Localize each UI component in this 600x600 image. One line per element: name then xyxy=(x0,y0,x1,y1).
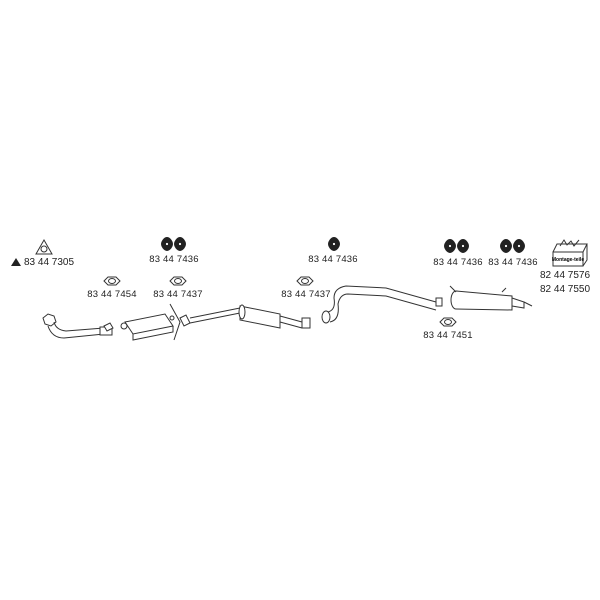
part-number-gasket: 83 44 7437 xyxy=(281,289,331,300)
mounting-kit-box-text: Montage-teile xyxy=(552,257,584,263)
middle-pipe xyxy=(179,304,311,329)
gasket-icon xyxy=(103,276,121,286)
part-number-gasket: 83 44 7437 xyxy=(153,289,203,300)
mounting-kit-box-icon xyxy=(552,239,588,267)
hanger-icon xyxy=(328,237,340,251)
rear-pipe xyxy=(321,285,443,324)
part-number-triangle-gasket: 83 44 7305 xyxy=(24,257,75,268)
gasket-icon xyxy=(296,276,314,286)
part-number-hanger: 83 44 7436 xyxy=(149,254,199,265)
warning-triangle-icon xyxy=(11,258,21,266)
part-number-gasket: 83 44 7451 xyxy=(423,330,473,341)
front-pipe xyxy=(42,313,114,339)
hanger-icon xyxy=(161,237,186,251)
part-number-hanger: 83 44 7436 xyxy=(488,257,538,268)
part-number-hanger: 83 44 7436 xyxy=(433,257,483,268)
part-number-mounting-kit: 82 44 7576 xyxy=(540,270,591,281)
part-number-gasket: 83 44 7454 xyxy=(87,289,137,300)
hanger-icon xyxy=(444,239,469,253)
part-number-hanger: 83 44 7436 xyxy=(308,254,358,265)
part-number-mounting-kit: 82 44 7550 xyxy=(540,284,591,295)
catalytic-converter xyxy=(120,303,181,341)
gasket-icon xyxy=(169,276,187,286)
rear-silencer xyxy=(449,285,533,311)
hanger-icon xyxy=(500,239,525,253)
gasket-icon xyxy=(439,317,457,327)
triangle-gasket-icon xyxy=(35,238,53,255)
